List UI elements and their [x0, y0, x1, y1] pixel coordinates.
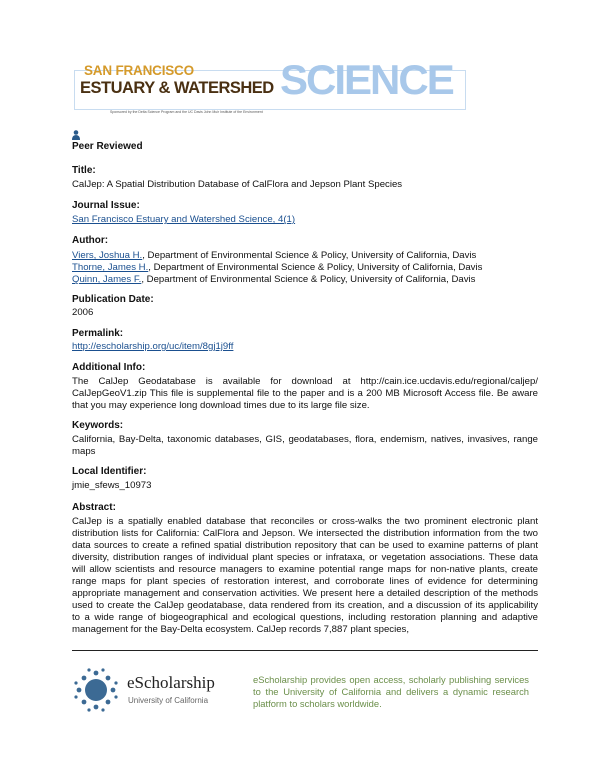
person-icon	[72, 130, 80, 140]
title-value: CalJep: A Spatial Distribution Database …	[72, 179, 403, 190]
footer-divider	[72, 650, 538, 651]
publication-date-value: 2006	[72, 307, 94, 318]
author-item: Quinn, James F., Department of Environme…	[72, 274, 482, 286]
author-list: Viers, Joshua H., Department of Environm…	[72, 250, 482, 286]
author-affiliation: , Department of Environmental Science & …	[142, 250, 477, 261]
author-item: Viers, Joshua H., Department of Environm…	[72, 250, 482, 262]
author-affiliation: , Department of Environmental Science & …	[141, 274, 476, 285]
escholarship-logo-name: eScholarship	[127, 673, 215, 692]
additional-info-label: Additional Info:	[72, 362, 146, 373]
journal-logo: SCIENCE SAN FRANCISCO ESTUARY & WATERSHE…	[74, 56, 480, 118]
keywords-value: California, Bay-Delta, taxonomic databas…	[72, 434, 538, 457]
logo-frame	[74, 70, 466, 110]
logo-estuary-watershed: ESTUARY & WATERSHED	[80, 79, 274, 97]
logo-science: SCIENCE	[280, 56, 455, 103]
author-affiliation: , Department of Environmental Science & …	[148, 262, 483, 273]
permalink-link[interactable]: http://escholarship.org/uc/item/8gj1j9ff	[72, 341, 234, 352]
escholarship-logo-sub: University of California	[128, 696, 209, 705]
author-link[interactable]: Viers, Joshua H.	[72, 250, 143, 261]
additional-info-value: The CalJep Geodatabase is available for …	[72, 376, 538, 411]
local-identifier-label: Local Identifier:	[72, 466, 147, 477]
logo-san-francisco: SAN FRANCISCO	[84, 63, 194, 78]
journal-issue-label: Journal Issue:	[72, 200, 140, 211]
journal-issue-link[interactable]: San Francisco Estuary and Watershed Scie…	[72, 214, 296, 225]
footer-text: eScholarship provides open access, schol…	[253, 674, 529, 709]
author-item: Thorne, James H., Department of Environm…	[72, 262, 482, 274]
keywords-label: Keywords:	[72, 420, 124, 431]
abstract-label: Abstract:	[72, 502, 116, 513]
title-label: Title:	[72, 165, 96, 176]
escholarship-logo-icon	[74, 668, 118, 712]
logo-sponsor: Sponsored by the Delta Science Program a…	[110, 110, 263, 114]
author-link[interactable]: Quinn, James F.	[72, 274, 142, 285]
peer-reviewed: Peer Reviewed	[72, 141, 143, 152]
author-link[interactable]: Thorne, James H.	[72, 262, 149, 273]
publication-date-label: Publication Date:	[72, 294, 154, 305]
author-label: Author:	[72, 235, 109, 246]
abstract-value: CalJep is a spatially enabled database t…	[72, 516, 538, 635]
local-identifier-value: jmie_sfews_10973	[72, 480, 152, 491]
permalink-label: Permalink:	[72, 328, 124, 339]
